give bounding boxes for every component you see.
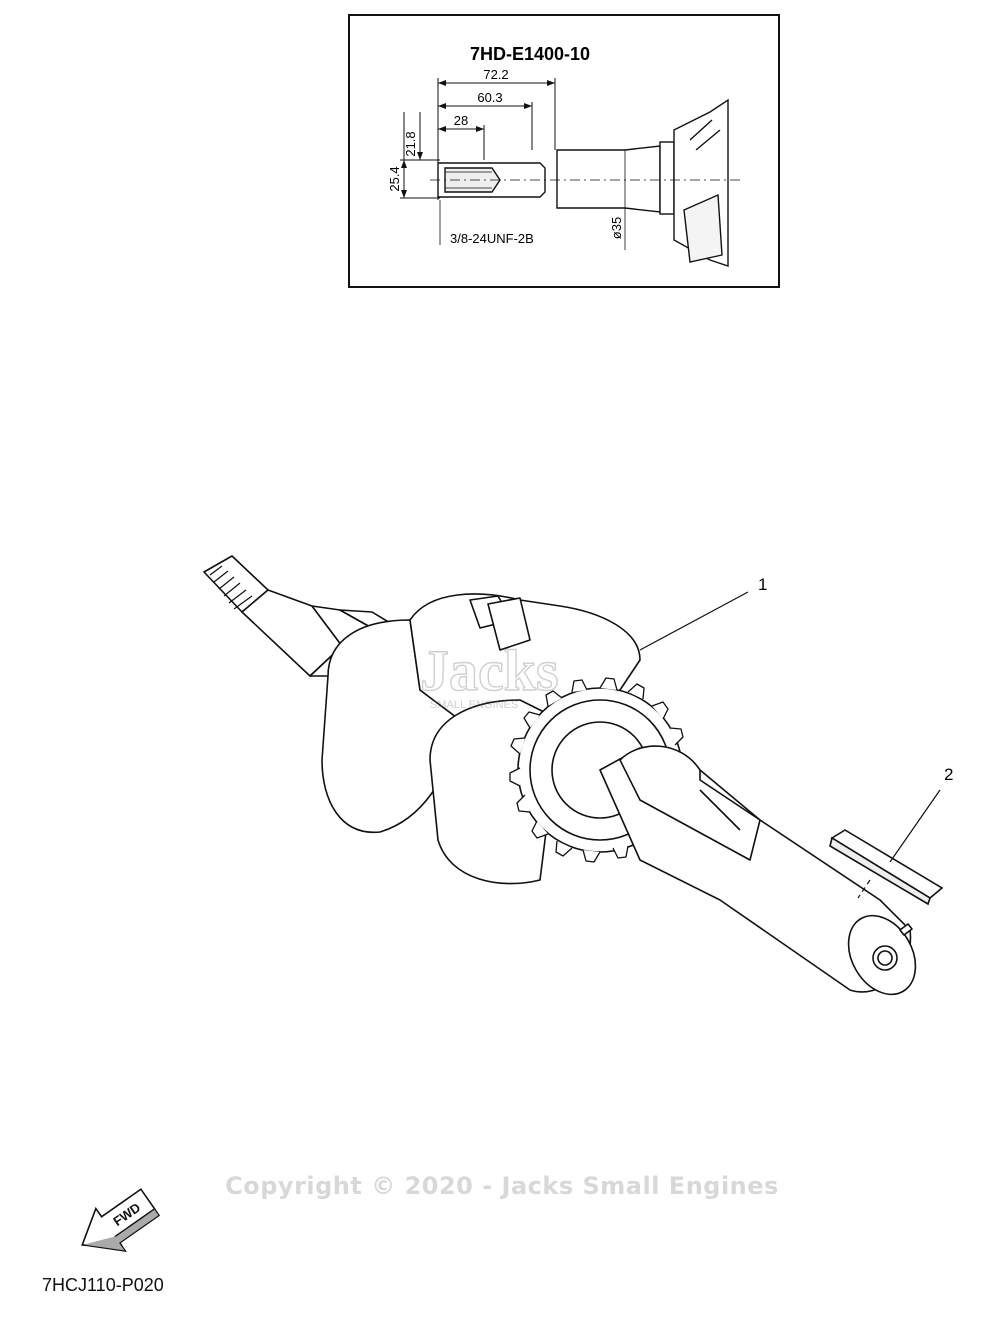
callout-leaders [639,591,941,899]
dim-25-4: 25.4 [387,166,402,191]
copyright-notice: Copyright © 2020 - Jacks Small Engines [225,1172,779,1200]
callout-2: 2 [944,765,953,784]
watermark-tagline: SMALL ENGINES [430,699,518,711]
dim-diameter-35: ø35 [609,217,624,239]
dim-thread: 3/8-24UNF-2B [450,231,534,246]
callout-1: 1 [758,575,767,594]
dim-28: 28 [454,113,468,128]
inset-part-number: 7HD-E1400-10 [470,44,590,64]
dim-21-8: 21.8 [403,131,418,156]
dim-72-2: 72.2 [483,67,508,82]
jacks-watermark-logo: Jacks SMALL ENGINES [419,637,559,711]
fwd-arrow-icon: FWD [81,1188,161,1252]
inset-detail: 7HD-E1400-10 72.2 60.3 28 [348,14,780,288]
diagram-code: 7HCJ110-P020 [42,1275,164,1295]
watermark-brand: Jacks [420,638,559,703]
dim-60-3: 60.3 [477,90,502,105]
crankshaft [203,555,917,996]
woodruff-key [829,829,944,906]
